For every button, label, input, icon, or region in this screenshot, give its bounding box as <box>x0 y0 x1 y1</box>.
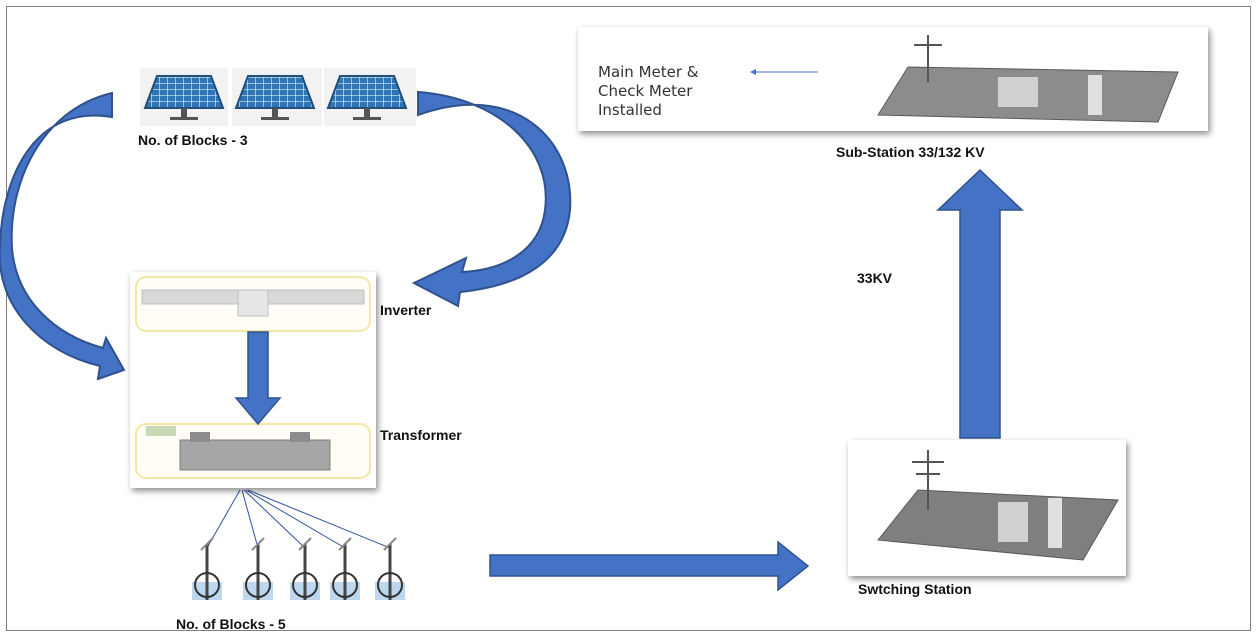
upward-arrow <box>936 168 1024 439</box>
substation-card: Main Meter & Check Meter Installed <box>578 27 1208 131</box>
solar-panel-icon <box>140 68 228 126</box>
meter-note: Main Meter & Check Meter Installed <box>598 63 699 120</box>
wind-turbine-icon <box>243 537 273 600</box>
meter-note-line: Check Meter <box>598 82 693 100</box>
horizontal-arrow <box>489 540 810 592</box>
wind-turbine-icon <box>375 537 405 600</box>
wind-turbine-icon <box>290 537 320 600</box>
switching-station-label: Swtching Station <box>858 581 972 597</box>
meter-note-line: Main Meter & <box>598 63 699 81</box>
wind-turbine-icon <box>192 537 222 600</box>
transformer-label: Transformer <box>380 427 462 443</box>
solar-panel-icon <box>232 68 322 126</box>
voltage-label: 33KV <box>857 270 893 286</box>
diagram-frame <box>6 6 1251 631</box>
curved-arrow-left <box>0 91 126 381</box>
cable-lines <box>206 489 391 549</box>
solar-panel-icon <box>324 68 416 126</box>
substation-label: Sub-Station 33/132 KV <box>836 144 985 160</box>
inverter-transformer-box <box>130 272 376 488</box>
wind-turbine-icon <box>330 537 360 600</box>
switching-station-card <box>848 440 1126 576</box>
wind-blocks-label: No. of Blocks - 5 <box>176 616 286 632</box>
inverter-label: Inverter <box>380 302 432 318</box>
curved-arrow-right <box>411 90 572 308</box>
meter-note-line: Installed <box>598 101 662 119</box>
solar-blocks-label: No. of Blocks - 3 <box>138 132 248 148</box>
